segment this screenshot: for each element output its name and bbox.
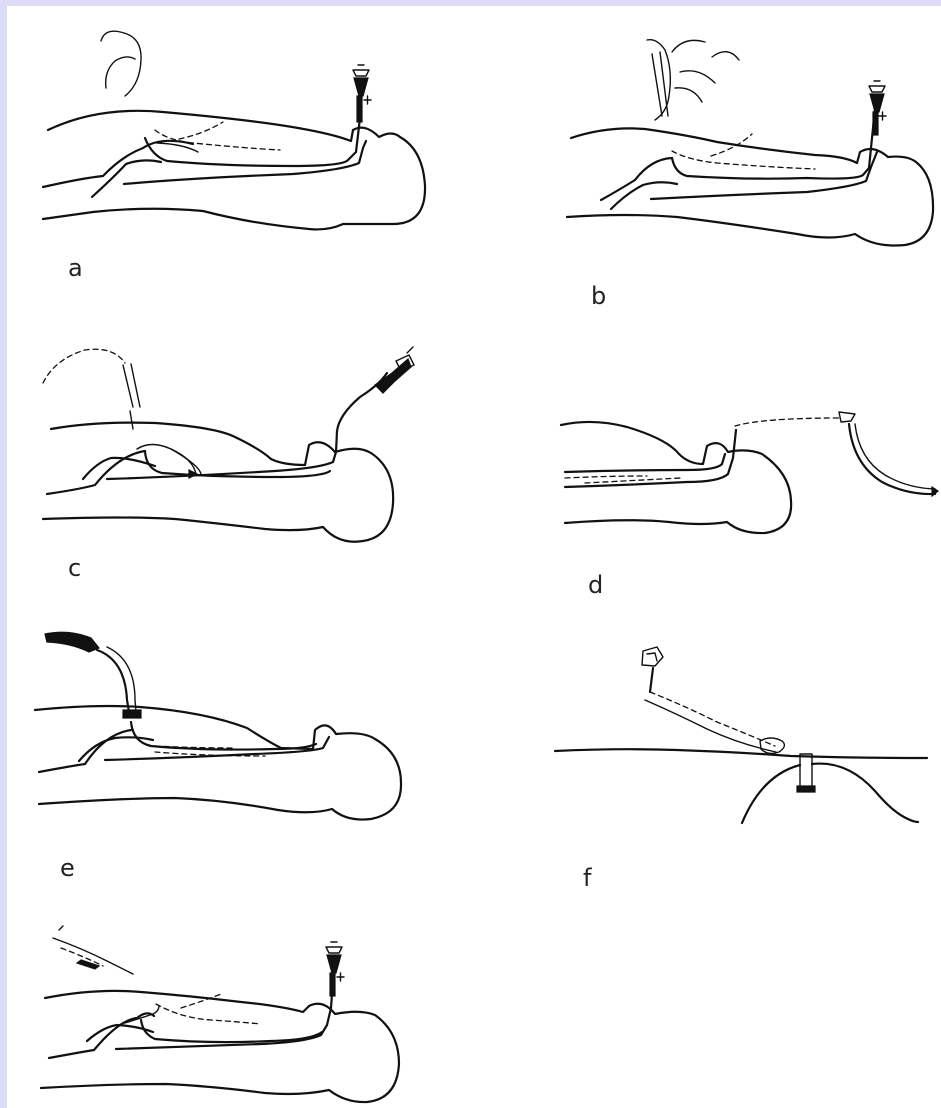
label-c: c	[68, 556, 81, 580]
panel-b-illustration	[557, 30, 937, 260]
panel-f	[547, 640, 937, 840]
panel-e-illustration	[35, 620, 415, 834]
panel-a-illustration	[43, 26, 433, 256]
panel-c	[35, 341, 415, 551]
panel-f-illustration	[547, 640, 937, 840]
panel-e	[35, 620, 415, 834]
label-a: a	[68, 256, 83, 280]
panel-b	[557, 30, 937, 260]
panel-g-illustration	[41, 908, 421, 1108]
label-e: e	[60, 856, 75, 880]
panel-c-illustration	[35, 341, 415, 551]
panel-d-illustration	[557, 394, 941, 554]
label-d: d	[588, 573, 603, 597]
panel-g	[41, 908, 421, 1108]
panel-d	[557, 394, 941, 554]
label-f: f	[583, 866, 591, 890]
panel-a	[43, 26, 433, 256]
label-b: b	[591, 284, 606, 308]
diagram-canvas: a	[7, 6, 941, 1108]
